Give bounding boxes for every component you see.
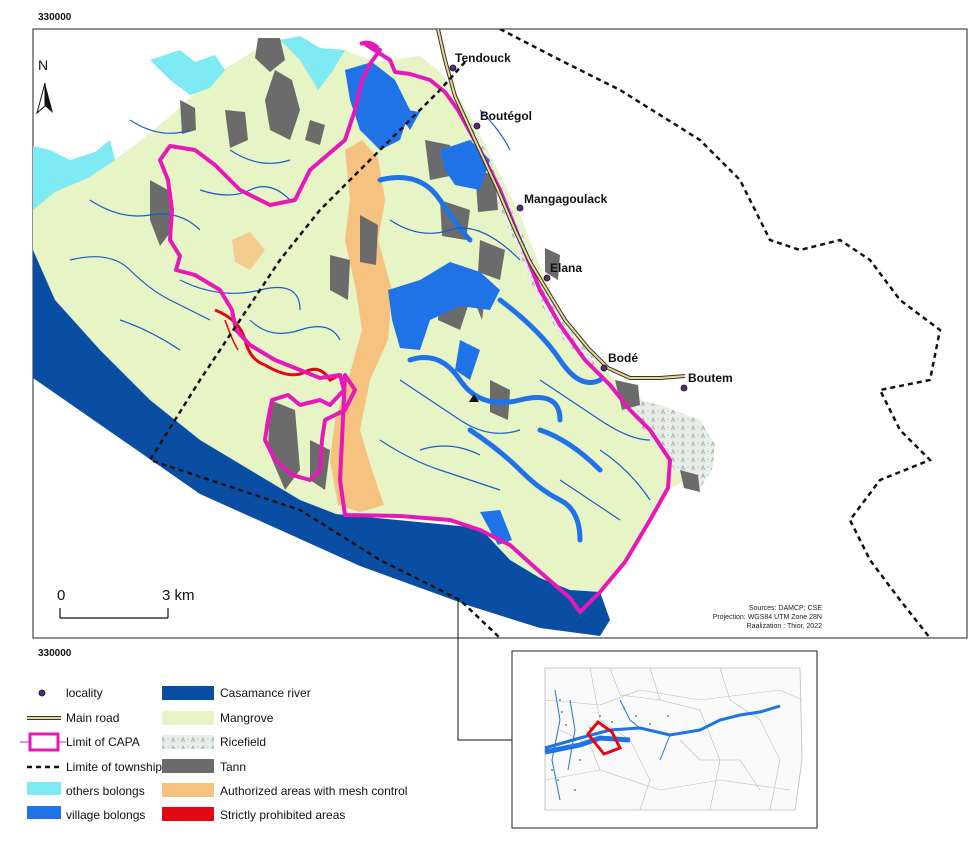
legend-label-mangrove: Mangrove [220,711,274,725]
ricefield-swatch [162,735,214,749]
scale-zero: 0 [57,587,65,604]
legend-label-others-bolongs: others bolongs [66,784,145,798]
casamance-river-swatch [162,686,214,700]
scale-bar [59,608,169,619]
main-map: Tendouck Boutégol Mangagoulack Elana Bod… [33,29,942,638]
locality-dot-icon [38,689,46,697]
township-limit-west [148,61,501,638]
legend-label-main-road: Main road [66,711,119,725]
coord-label-bottom: 330000 [38,648,72,659]
small-bolongs [69,109,651,521]
legend-label-ricefield: Ricefield [220,735,266,749]
village-bolong-channels [377,175,603,543]
legend-label-capa-limit: Limit of CAPA [66,735,140,749]
north-label: N [38,57,48,73]
prohibited-area-2 [224,319,239,351]
scale-end: 3 km [162,587,195,604]
mangrove-swatch [162,711,214,725]
legend-label-casamance-river: Casamance river [220,686,311,700]
village-bolongs-swatch [27,806,61,819]
legend-label-village-bolongs: village bolongs [66,808,145,822]
capa-limit-hook [359,40,380,50]
prohibited-areas-swatch [162,807,214,821]
legend-label-prohibited-areas: Strictly prohibited areas [220,808,345,822]
sources-line: Sources: DAMCP; CSE [749,605,822,612]
others-bolongs-swatch [27,782,61,795]
legend-label-tann: Tann [220,760,246,774]
legend-label-township-limit: Limite of township [66,760,162,774]
coord-label-top: 330000 [38,12,72,23]
locality-label-elana: Elana [550,261,582,275]
capa-limit [158,42,672,614]
authorized-area-2 [232,232,265,270]
others-bolongs [33,140,115,210]
township-limit [499,29,942,638]
locality-dots [449,64,688,392]
projection-line: Projection: WGS84 UTM Zone 28N [713,614,822,621]
casamance-river [33,250,610,636]
authorized-areas-swatch [162,783,214,797]
locality-label-bode: Bodé [608,351,638,365]
inset-map [544,667,803,811]
locality-label-boutem: Boutem [688,371,733,385]
others-bolongs-2 [150,50,225,95]
ricefield-area [628,398,715,488]
main-road-inner [437,29,686,379]
triangle-marker [469,394,479,402]
legend-label-locality: locality [66,686,103,700]
prohibited-area [214,308,341,382]
locality-label-boutegol: Boutégol [480,109,532,123]
tann-swatch [162,759,214,773]
legend: locality Main road Limit of CAPA Limite … [20,686,407,822]
legend-label-authorized-areas: Authorized areas with mesh control [220,784,407,798]
realization-line: Raalization : Thior, 2022 [747,623,822,630]
others-bolongs-3 [280,36,345,90]
locality-label-tendouck: Tendouck [455,51,511,65]
north-arrow-icon [36,82,53,115]
locality-label-mangagoulack: Mangagoulack [524,192,608,206]
capa-limit-icon [20,732,66,752]
